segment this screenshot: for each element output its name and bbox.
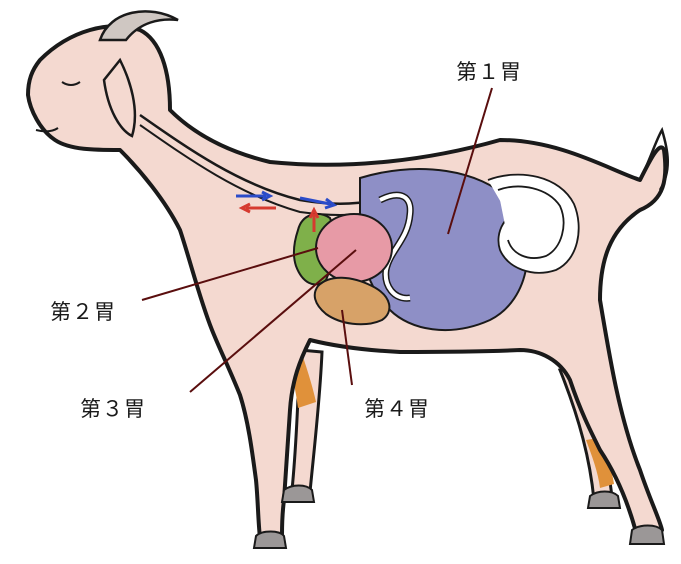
label-stomach-4: 第４胃 [364,393,430,423]
label-stomach-3: 第３胃 [80,393,146,423]
hooves [254,486,664,549]
label-stomach-1: 第１胃 [456,56,522,86]
omasum [316,214,392,282]
label-stomach-2: 第２胃 [50,296,116,326]
